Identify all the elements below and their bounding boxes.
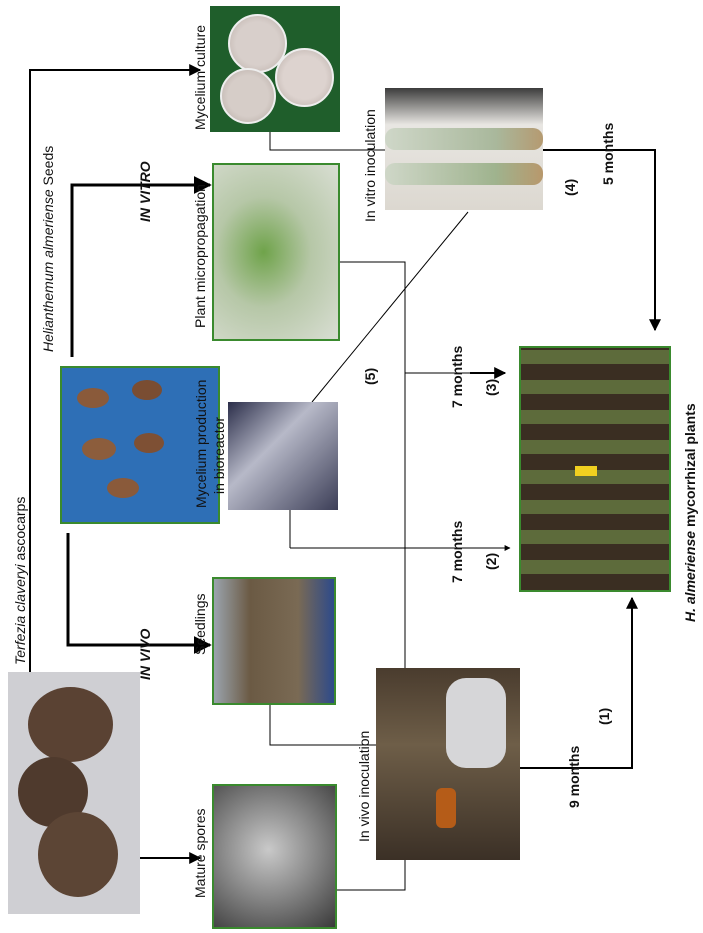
label-bioreactor-line1: Mycelium production xyxy=(192,380,210,508)
label-seeds: Helianthemum almeriense Seeds xyxy=(40,146,56,352)
photo-plant-micropropagation xyxy=(212,163,340,341)
photo-mycelium-culture xyxy=(210,6,340,132)
label-mature-spores: Mature spores xyxy=(192,809,208,898)
arrow-route4 xyxy=(543,150,655,330)
label-in-vitro: IN VITRO xyxy=(137,161,153,222)
label-plant-micropropagation: Plant micropropagation xyxy=(192,184,208,328)
line-spores-invivo xyxy=(337,860,405,890)
photo-seedlings xyxy=(212,577,336,705)
photo-mature-spores xyxy=(212,784,337,929)
label-in-vivo-inoculation: In vivo inoculation xyxy=(356,731,372,842)
label-in-vivo: IN VIVO xyxy=(137,629,153,680)
label-final-plants: H. almeriense mycorrhizal plants xyxy=(682,403,698,622)
route-number-5: (5) xyxy=(362,368,378,385)
label-mycelium-culture: Mycelium culture xyxy=(192,25,208,130)
photo-in-vivo-inoculation xyxy=(376,668,520,860)
photo-in-vitro-inoculation xyxy=(385,88,543,210)
photo-final-plants xyxy=(519,346,671,592)
duration-route3: 7 months xyxy=(449,346,465,408)
duration-route1: 9 months xyxy=(566,746,582,808)
label-bioreactor-line2: in bioreactor xyxy=(210,380,228,508)
label-bioreactor: Mycelium production in bioreactor xyxy=(192,380,228,508)
arrow-route1 xyxy=(520,598,632,768)
route-number-3: (3) xyxy=(483,379,499,396)
route-number-4: (4) xyxy=(562,179,578,196)
duration-route2: 7 months xyxy=(449,521,465,583)
photo-ascocarps xyxy=(8,672,140,914)
label-in-vitro-inoculation: In vitro inoculation xyxy=(362,109,378,222)
label-seedlings: Seedlings xyxy=(192,594,208,656)
route-number-1: (1) xyxy=(596,708,612,725)
photo-bioreactor xyxy=(228,402,338,510)
label-terfezia: Terfezia claveryi ascocarps xyxy=(12,497,28,665)
route-number-2: (2) xyxy=(483,553,499,570)
duration-route4: 5 months xyxy=(600,123,616,185)
